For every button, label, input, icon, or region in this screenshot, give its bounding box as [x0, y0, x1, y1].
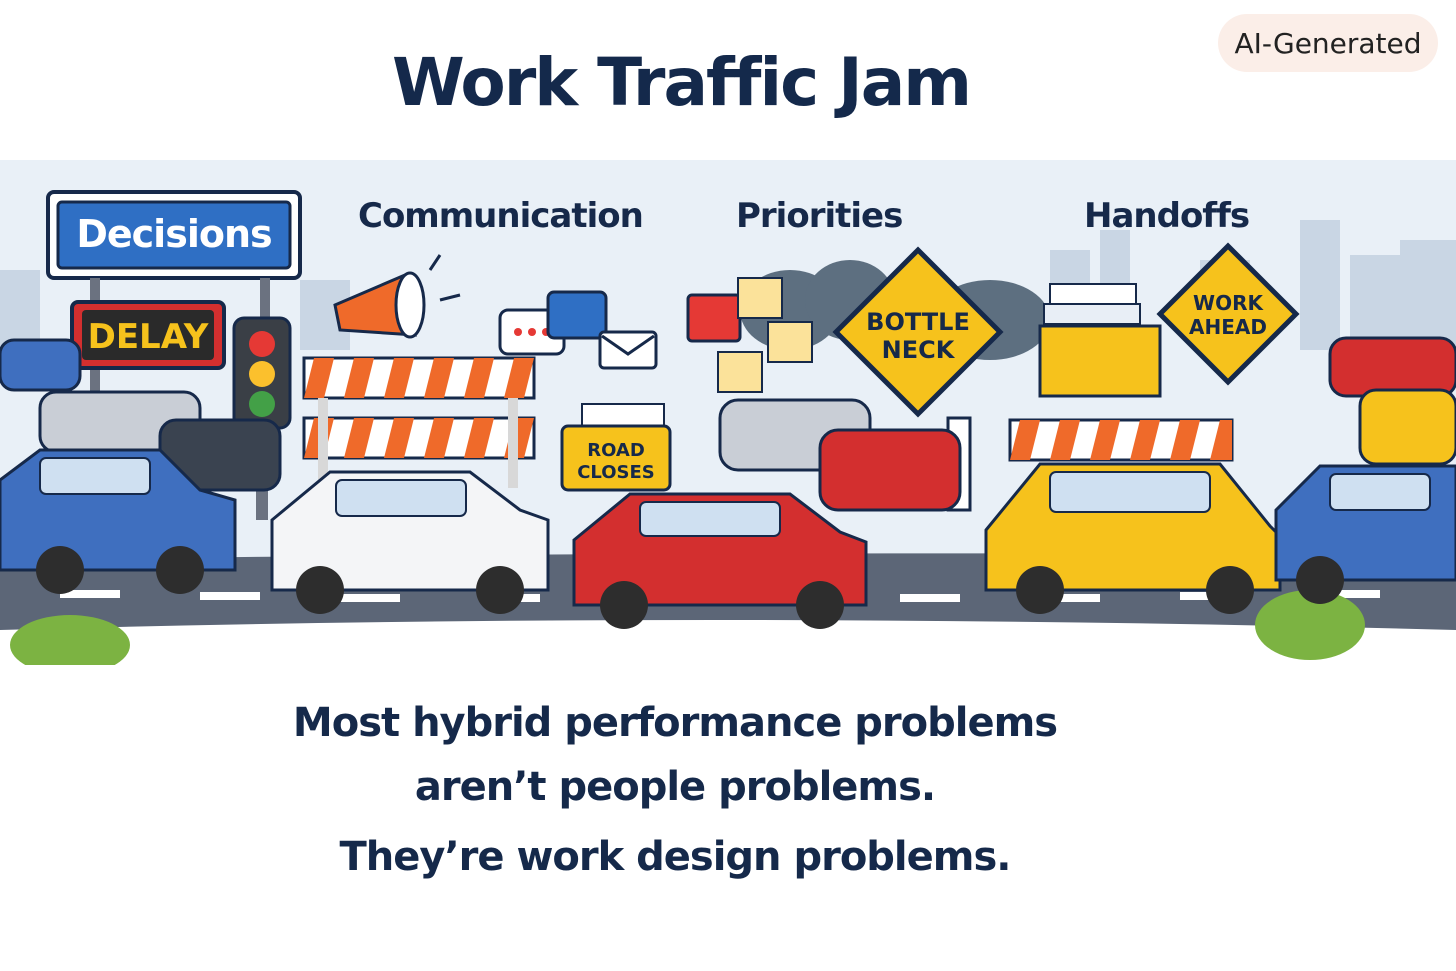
traffic-jam-illustration: DELAY	[0, 160, 1456, 665]
chat-app-icon	[546, 290, 608, 340]
car-back-7	[1358, 388, 1456, 466]
car-front-red	[572, 492, 868, 629]
road-closed-sign-line2: CLOSES	[577, 462, 655, 483]
car-front-white	[270, 470, 550, 614]
megaphone-icon	[333, 254, 461, 339]
barrier-left	[302, 356, 536, 488]
car-front-blue-right	[1274, 464, 1456, 604]
car-back-5	[818, 428, 962, 512]
priority-notes-icons	[686, 277, 813, 393]
delay-sign: DELAY	[70, 300, 226, 370]
bottleneck-sign-line2: NECK	[882, 336, 956, 364]
message-line-2: aren’t people problems.	[414, 764, 936, 810]
work-ahead-sign-line2: AHEAD	[1189, 315, 1267, 339]
bush-right	[1255, 590, 1365, 660]
work-ahead-sign: WORK AHEAD	[1156, 242, 1300, 386]
document-stack-icon	[1038, 283, 1162, 398]
road-closed-sign-line1: ROAD	[587, 440, 645, 461]
bush-left	[10, 615, 130, 665]
work-ahead-sign-line1: WORK	[1193, 291, 1264, 315]
bottleneck-sign-line1: BOTTLE	[866, 308, 970, 336]
road-edge	[0, 620, 1456, 665]
car-back-1	[0, 338, 82, 392]
car-front-yellow	[984, 462, 1282, 614]
category-label-priorities: Priorities	[736, 196, 903, 236]
road-closed-sign: ROAD CLOSES	[560, 403, 672, 492]
delay-sign-text: DELAY	[88, 317, 209, 357]
barrier-right	[946, 416, 1234, 512]
car-front-blue	[0, 448, 237, 594]
ai-generated-badge: AI-Generated	[1218, 14, 1438, 72]
bottleneck-sign: BOTTLE NECK	[832, 246, 1004, 418]
message-line-1: Most hybrid performance problems	[292, 700, 1058, 746]
car-back-6	[1328, 336, 1456, 398]
message-line-3: They’re work design problems.	[339, 834, 1012, 880]
category-label-handoffs: Handoffs	[1084, 196, 1250, 236]
category-label-communication: Communication	[358, 196, 644, 236]
category-label-decisions: Decisions	[76, 212, 272, 256]
envelope-icon	[598, 330, 658, 370]
page-title: Work Traffic Jam	[391, 44, 972, 121]
